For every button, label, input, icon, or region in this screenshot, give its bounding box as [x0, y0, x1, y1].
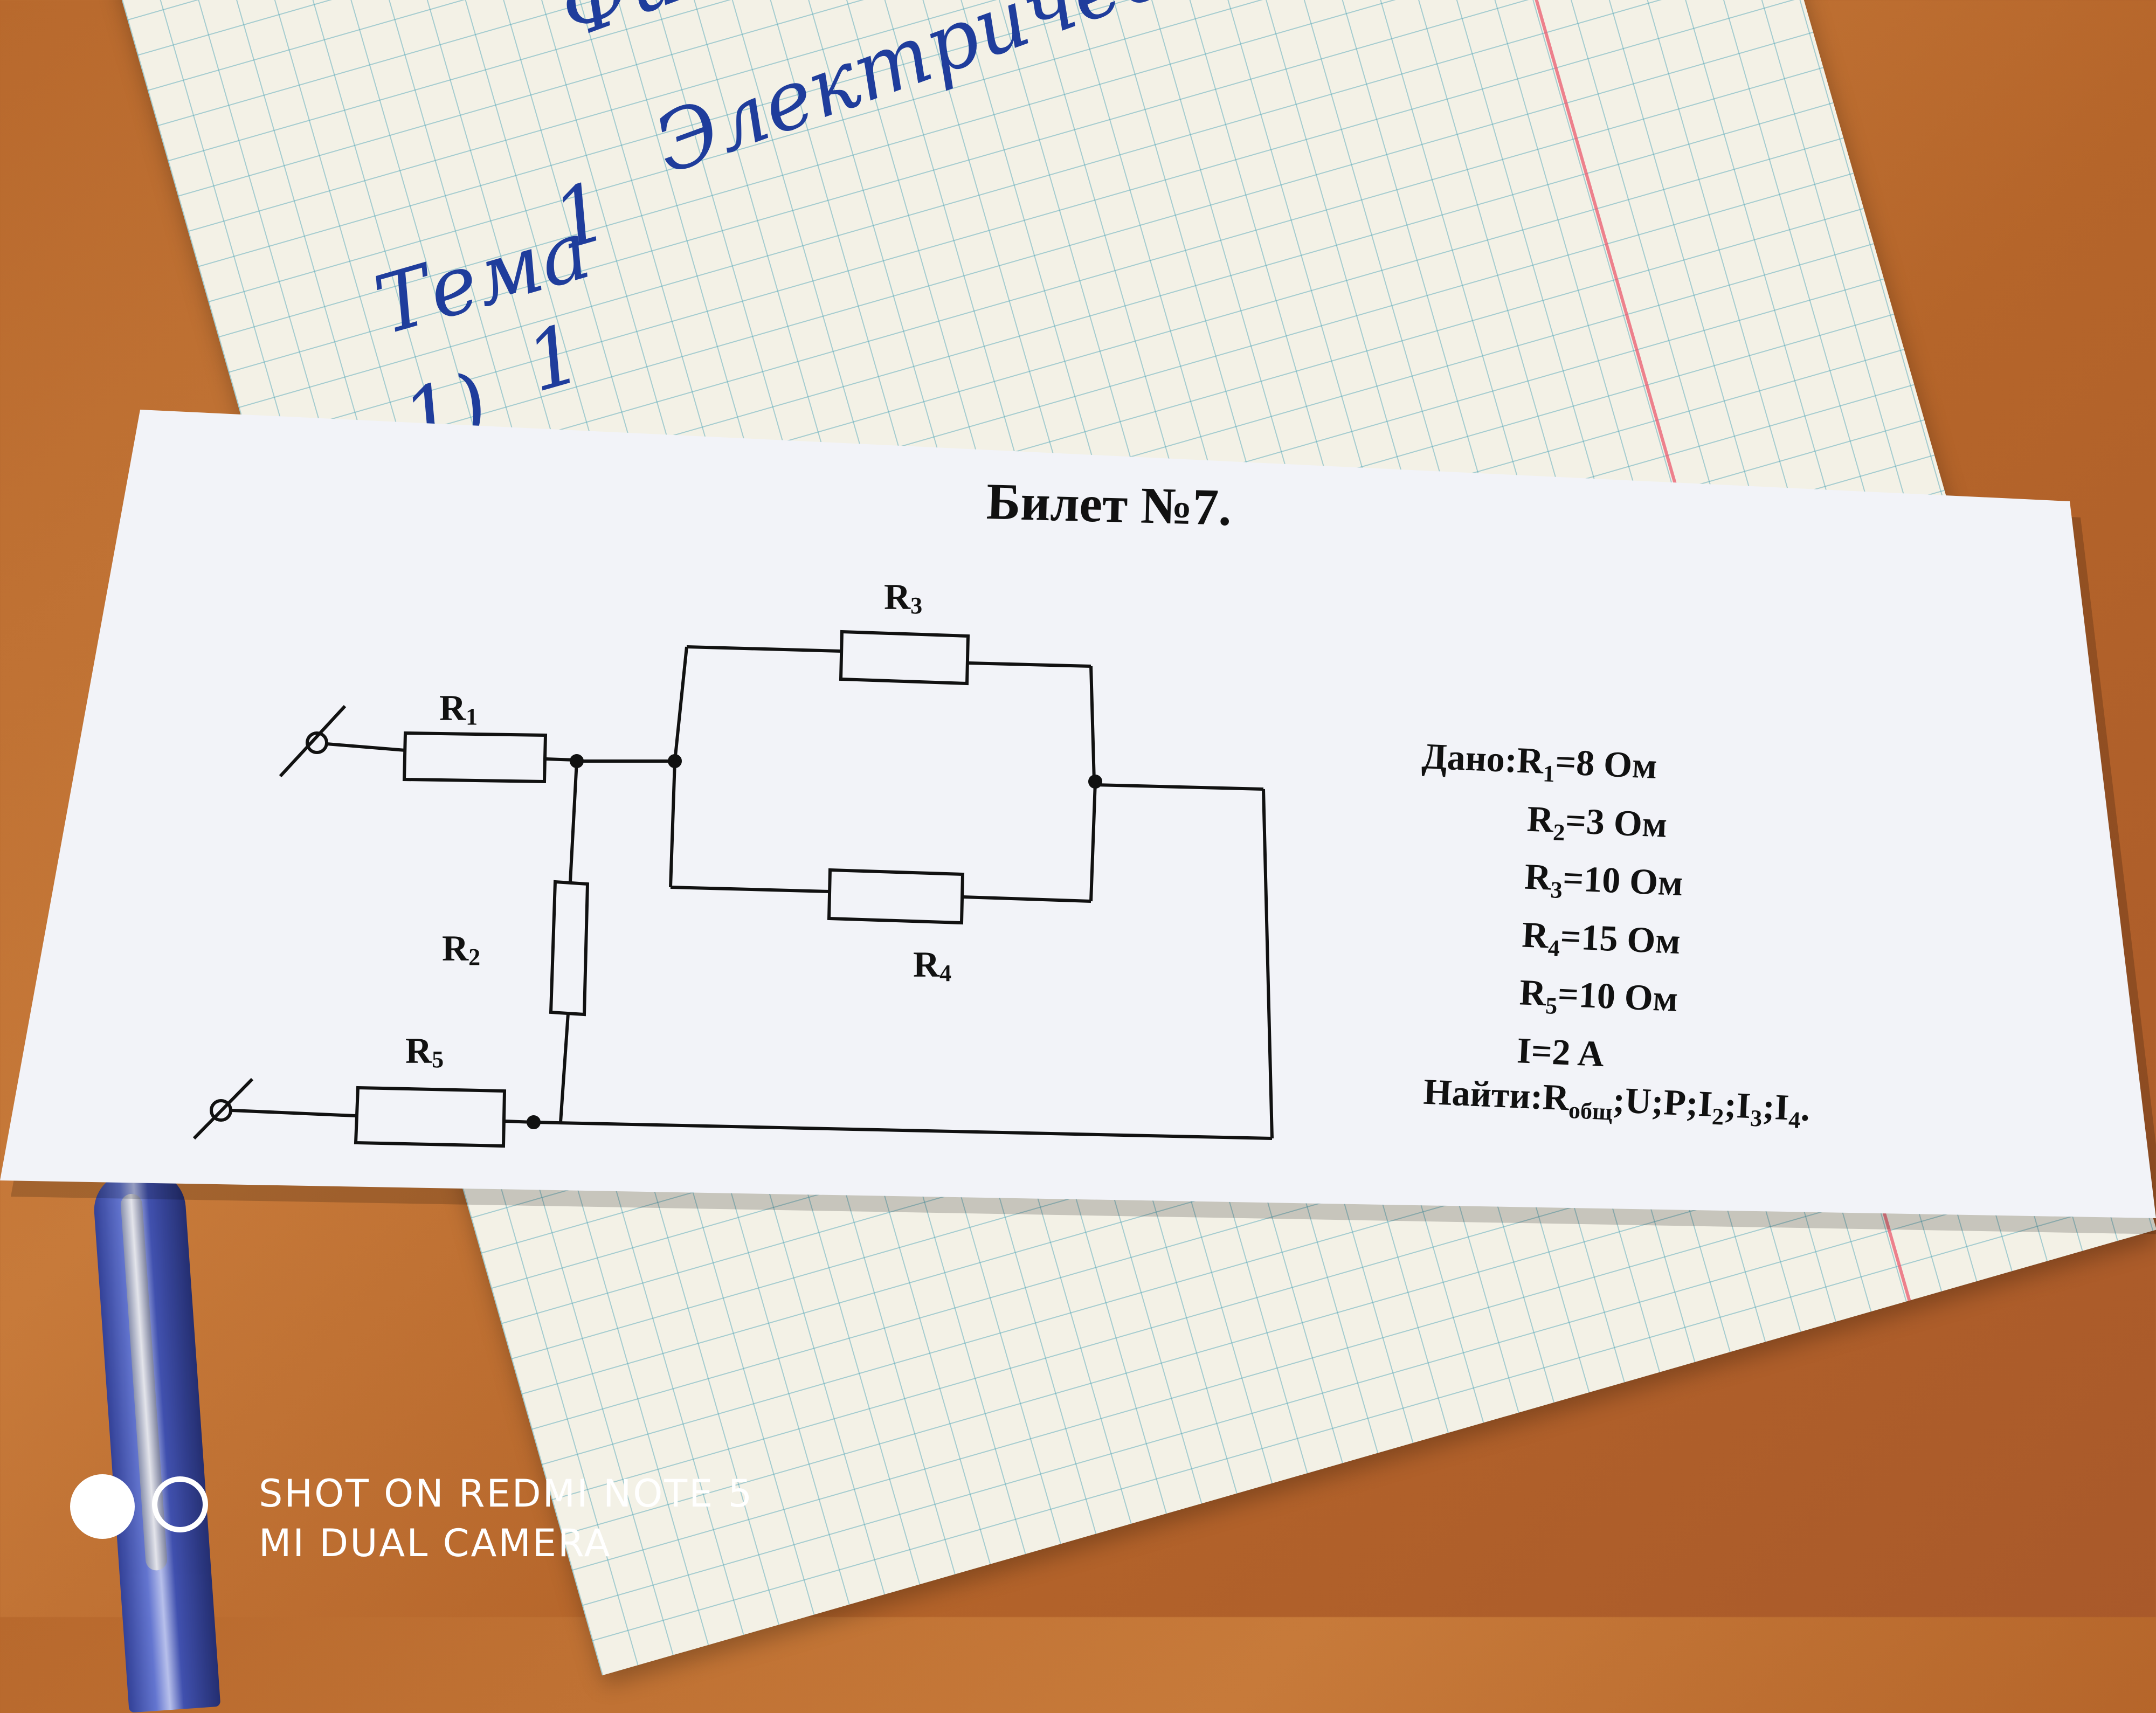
label-r5: R5	[405, 1030, 444, 1073]
label-r1: R1	[439, 687, 478, 730]
wire-branch-right-up	[1089, 666, 1096, 782]
ticket-content: Билет №7.	[192, 472, 1826, 1148]
wire-terminal1-r1	[326, 742, 406, 752]
wire-node-d-r5	[504, 1120, 534, 1124]
terminal-1-slash	[279, 704, 347, 778]
given-label: Дано:	[1421, 735, 1518, 780]
resistor-r1	[402, 731, 548, 784]
resistor-r3	[839, 630, 970, 686]
wire-branch-left-up	[673, 646, 688, 762]
wire-bottom-return	[533, 1121, 1273, 1140]
problem-given-block: Дано:R1=8 Ом R2=3 Ом R3=10 Ом R4=15 Ом R…	[1406, 733, 1826, 1143]
wire-r2-node-d	[559, 1013, 570, 1123]
find-label: Найти:	[1422, 1070, 1544, 1117]
wire-top-right	[968, 661, 1091, 668]
wire-node-c-right	[1095, 783, 1264, 791]
circuit-diagram: R1 R3 R2 R4 R5	[192, 576, 1274, 1148]
resistor-r5	[354, 1086, 507, 1148]
label-r2: R2	[442, 928, 480, 970]
resistor-r4	[827, 868, 965, 925]
wire-branch-left-down	[669, 761, 676, 888]
wire-right-down	[1262, 789, 1274, 1139]
watermark-line-1: SHOT ON REDMI NOTE 5	[259, 1472, 754, 1516]
label-r4: R4	[913, 944, 951, 986]
label-r3: R3	[884, 576, 922, 619]
terminal-2-slash	[192, 1077, 254, 1140]
watermark-filled-dot-icon	[70, 1474, 135, 1539]
terminal-1-circle	[306, 731, 328, 754]
resistor-r2	[549, 880, 590, 1017]
wire-r5-terminal2	[231, 1109, 356, 1117]
wire-bottom-left	[670, 886, 831, 893]
ticket-paper	[0, 410, 2156, 1218]
terminal-2-circle	[210, 1099, 232, 1122]
wire-branch-right-down	[1089, 781, 1097, 902]
watermark-outline-dot-icon	[152, 1476, 208, 1532]
watermark-line-2: MI DUAL CAMERA	[259, 1521, 612, 1565]
watermark-text: SHOT ON REDMI NOTE 5 MI DUAL CAMERA	[259, 1469, 754, 1568]
wire-node-a-r2	[569, 761, 578, 882]
wire-top-left	[686, 645, 842, 653]
wire-bottom-right	[962, 895, 1091, 903]
